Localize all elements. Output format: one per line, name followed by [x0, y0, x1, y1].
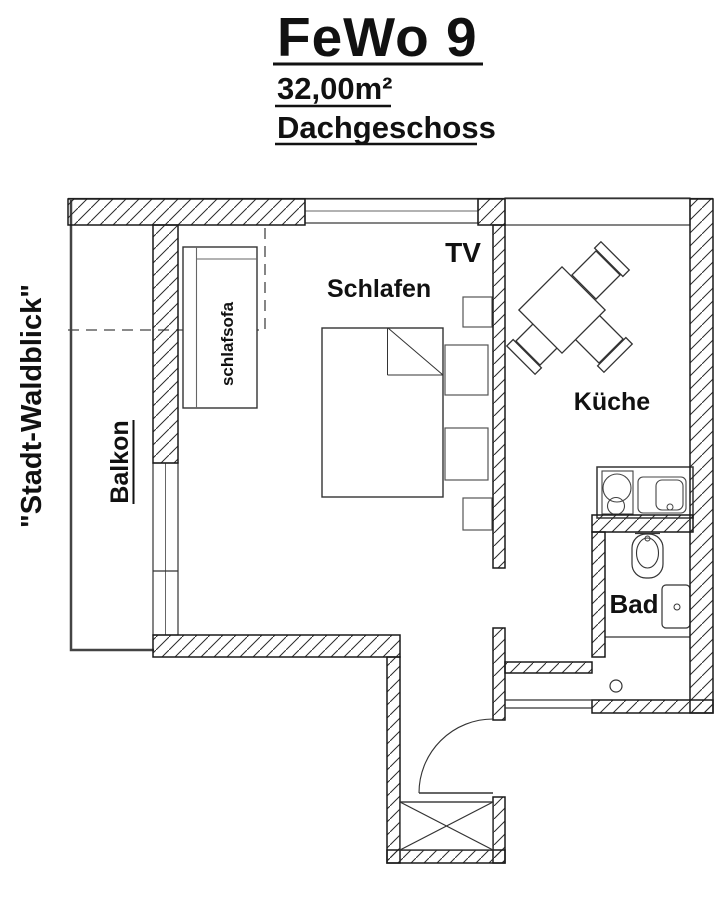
wall-top	[67, 198, 306, 226]
wall-bath-bottom	[591, 699, 714, 714]
wall-bath-top	[591, 514, 694, 533]
bed-mattress	[321, 327, 444, 498]
washbasin-drain	[673, 603, 681, 611]
wall-bath-west	[591, 531, 606, 658]
dining-table	[517, 265, 607, 355]
nightstand	[462, 497, 493, 531]
sleeping-label: Schlafen	[327, 275, 431, 303]
wall-kitchenstrip-bottom	[504, 661, 593, 674]
blanket-fold-diagonal	[387, 327, 444, 376]
entry-closet	[399, 801, 494, 851]
burner-large	[602, 473, 632, 503]
title-block: FeWo 9 32,00m² Dachgeschoss	[273, 6, 496, 146]
wall-vestibule-west	[386, 656, 401, 864]
balcony-railing	[69, 200, 154, 652]
kitchen-label: Küche	[574, 388, 651, 416]
pillow	[444, 344, 489, 396]
wall-main-east-upper	[492, 224, 506, 569]
kitchen-window	[504, 197, 691, 226]
bath-label: Bad	[609, 589, 658, 619]
apartment-title: FeWo 9	[277, 6, 478, 68]
wall-vestibule-bottom	[386, 849, 506, 864]
chair	[571, 240, 631, 300]
balcony-door-window	[152, 462, 179, 636]
hob	[601, 470, 634, 515]
entrance	[399, 699, 592, 851]
dining-set	[505, 240, 634, 376]
toilet	[631, 532, 664, 579]
wall-top-pillar	[477, 198, 506, 226]
sofa: schlafsofa	[182, 246, 258, 409]
wall-main-east-mid	[492, 627, 506, 721]
room-labels: Balkon Schlafen Küche Bad	[106, 275, 659, 619]
wall-right-outer	[689, 198, 714, 714]
tv-unit	[462, 296, 493, 328]
wall-bottom-main	[152, 634, 401, 658]
sink	[637, 476, 687, 514]
apartment-floor: Dachgeschoss	[277, 110, 496, 145]
tv: TV	[445, 237, 493, 328]
sink-drain	[666, 503, 674, 511]
washbasin	[661, 584, 691, 629]
kitchen-counter	[596, 466, 694, 519]
balcony-label: Balkon	[106, 420, 134, 503]
pillow	[444, 427, 489, 481]
door-swing-arc	[418, 718, 494, 794]
wall-balcony-east	[152, 224, 179, 464]
building-side-label: "Stadt-Waldblick"	[16, 284, 48, 528]
tv-label: TV	[445, 237, 481, 268]
shower-drain	[609, 679, 623, 693]
sofa-label: schlafsofa	[218, 301, 237, 386]
bedroom-window	[304, 198, 479, 224]
apartment-area: 32,00m²	[277, 71, 392, 106]
walls	[67, 198, 714, 864]
bed	[321, 327, 493, 531]
